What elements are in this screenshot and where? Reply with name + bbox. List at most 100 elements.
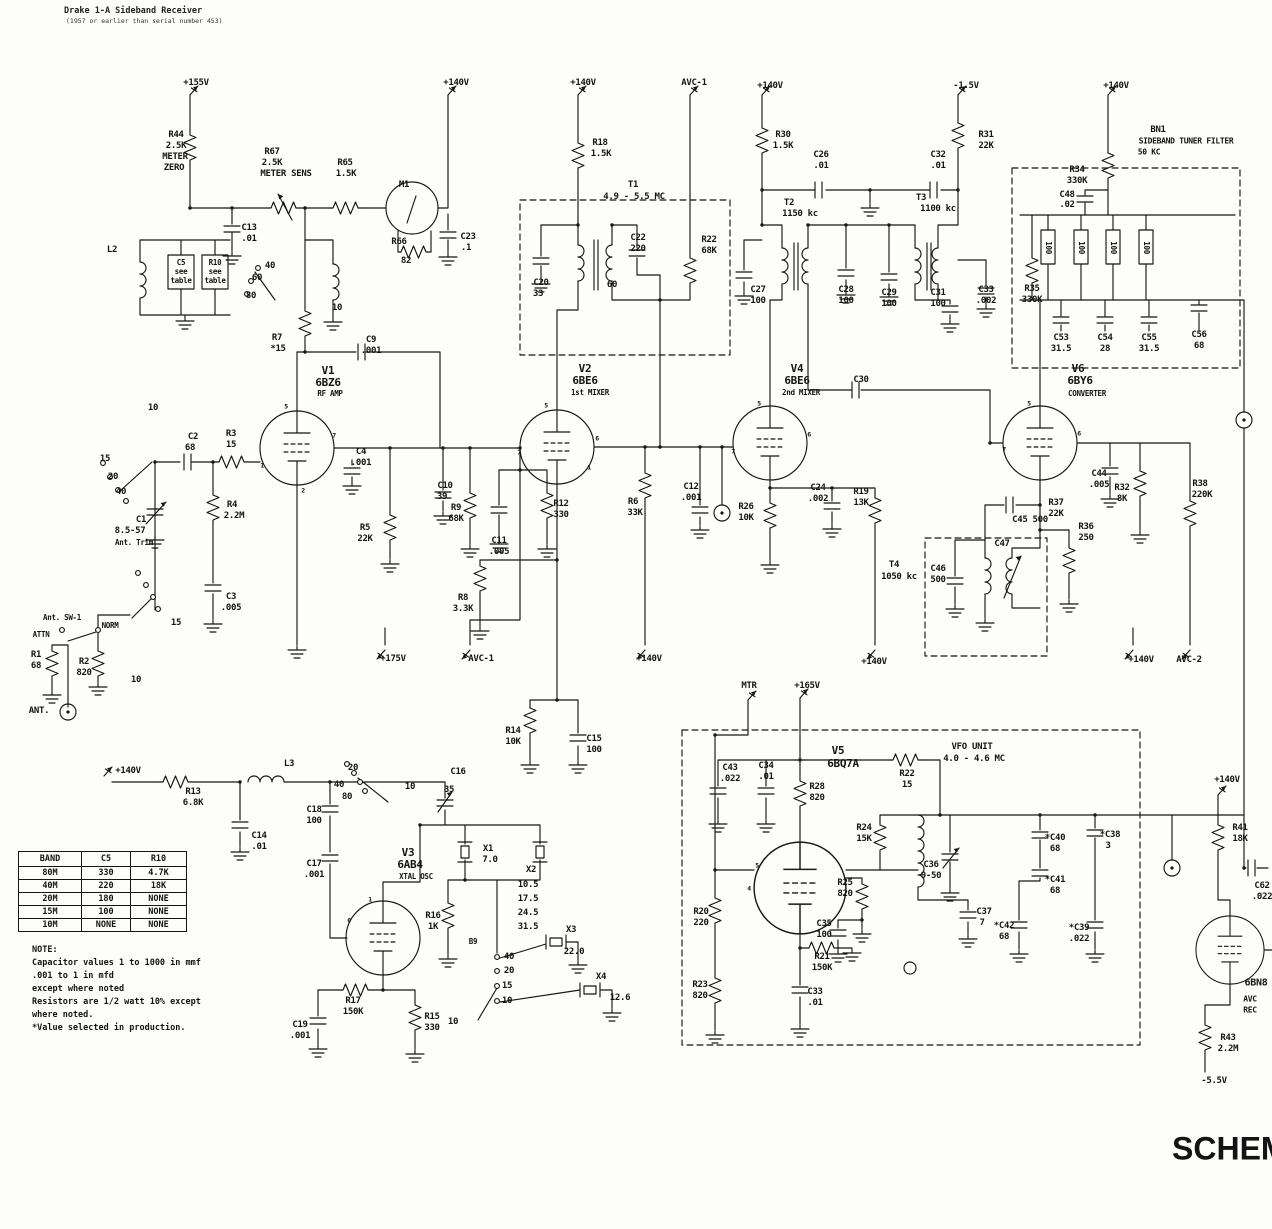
- schematic-label: V2: [578, 361, 592, 375]
- schematic-label: 10: [147, 403, 159, 414]
- schematic-label: 82: [400, 256, 412, 267]
- schematic-label: .01: [758, 772, 774, 783]
- schematic-label: R26: [738, 502, 754, 513]
- schematic-label: 10K: [505, 737, 521, 748]
- schematic-label: X2: [525, 865, 537, 876]
- schematic-label: C55: [1141, 333, 1157, 344]
- schematic-label: 10.5: [517, 880, 539, 891]
- switch-contacts: [59, 265, 500, 1004]
- schematic-label: +140V: [636, 654, 662, 665]
- table-cell: NONE: [81, 918, 131, 932]
- schematic-label: R19: [853, 487, 869, 498]
- schematic-label: MTR: [741, 681, 757, 692]
- schematic-label: 100: [586, 745, 602, 756]
- schematic-label: C10: [437, 481, 453, 492]
- schematic-label: .01: [930, 161, 946, 172]
- schematic-label: CONVERTER: [1068, 388, 1106, 398]
- schematic-label: 39: [436, 492, 448, 503]
- schematic-label: 10: [447, 1017, 459, 1028]
- schematic-label: 6BQ7A: [827, 756, 859, 770]
- schematic-label: R22: [899, 769, 915, 780]
- schematic-label: Ant. Trim: [115, 537, 153, 547]
- wires-v6: [954, 94, 1245, 869]
- schematic-label: -5.5V: [1201, 1076, 1227, 1087]
- schematic-label: 33K: [627, 508, 643, 519]
- table-cell: 180: [81, 892, 131, 906]
- schematic-label: R43: [1220, 1033, 1236, 1044]
- schematic-label: 1st MIXER: [571, 387, 609, 397]
- schematic-label: AVC-1: [468, 654, 494, 665]
- schematic-label: V3: [401, 845, 415, 859]
- schematic-label: C14: [251, 831, 267, 842]
- schematic-label: C1: [135, 515, 147, 526]
- tube-v2: [519, 409, 595, 485]
- schematic-label: 330: [424, 1023, 440, 1034]
- schematic-label: 15: [99, 454, 111, 465]
- schematic-label: 100: [306, 816, 322, 827]
- drawing-subtitle: (1957 or earlier than serial number 453): [66, 17, 223, 25]
- schematic-label: 7.0: [482, 855, 498, 866]
- schematic-label: 22K: [978, 141, 994, 152]
- schematic-label: C16: [450, 767, 466, 778]
- schematic-label: .1: [460, 243, 472, 254]
- schematic-label: .002: [975, 296, 997, 307]
- tube-v6: [1002, 405, 1078, 481]
- schematic-label: C45 500: [1012, 515, 1048, 526]
- schematic-label: see: [208, 266, 222, 276]
- wires-osc: [111, 777, 613, 1050]
- schematic-label: C43: [722, 763, 738, 774]
- schematic-label: 4.0 - 4.6 MC: [943, 754, 1005, 765]
- schematic-label: C22: [630, 233, 646, 244]
- schematic-label: 31.5: [517, 922, 539, 933]
- band-table-header: R10: [130, 851, 187, 867]
- schematic-label: ZERO: [163, 163, 185, 174]
- tube-v5: [753, 841, 847, 935]
- schematic-label: 1050 kc: [881, 572, 917, 583]
- schematic-label: table: [170, 275, 192, 285]
- schematic-label: 100: [816, 930, 832, 941]
- wires-meter: [189, 94, 449, 253]
- schematic-label: C29: [881, 288, 897, 299]
- schematic-label: C9: [365, 335, 377, 346]
- schematic-label: .01: [807, 998, 823, 1009]
- schematic-label: +140V: [1103, 81, 1129, 92]
- schematic-label: 68: [1049, 844, 1061, 855]
- schematic-label: .02: [1059, 200, 1075, 211]
- schematic-label: C12: [683, 482, 699, 493]
- schematic-label: *C42: [993, 921, 1015, 932]
- schematic-label: 220: [630, 244, 646, 255]
- table-cell: 40M: [18, 879, 82, 893]
- schematic-label: C48: [1059, 190, 1075, 201]
- table-cell: 4.7K: [130, 866, 187, 880]
- schematic-label: V1: [321, 363, 335, 377]
- schematic-label: R44: [168, 130, 184, 141]
- schematic-label: X4: [595, 972, 607, 983]
- schematic-label: 8K: [1116, 494, 1128, 505]
- schematic-label: BN1: [1150, 125, 1166, 136]
- power-arrows: [103, 85, 1227, 796]
- schematic-label: L2: [106, 245, 118, 256]
- schematic-label: .005: [488, 547, 510, 558]
- table-cell: 18K: [130, 879, 187, 893]
- schematic-label: NORM: [101, 620, 119, 630]
- schematic-label: METER: [162, 152, 188, 163]
- schematic-label: 40: [333, 780, 345, 791]
- schematic-label: 3: [1105, 841, 1111, 852]
- schematic-label: R41: [1232, 823, 1248, 834]
- schematic-label: 100: [1076, 241, 1086, 254]
- schematic-label: R21: [814, 952, 830, 963]
- schematic-label: 6: [807, 430, 811, 439]
- schematic-label: 40: [503, 952, 515, 963]
- schematic-label: C11: [491, 536, 507, 547]
- table-cell: NONE: [130, 918, 187, 932]
- schematic-label: 8.5-57: [114, 526, 146, 537]
- schematic-label: R1: [30, 650, 42, 661]
- schematic-label: 6BE6: [572, 373, 598, 387]
- schematic-label: .002: [807, 494, 829, 505]
- schematic-label: 6AB4: [397, 857, 423, 871]
